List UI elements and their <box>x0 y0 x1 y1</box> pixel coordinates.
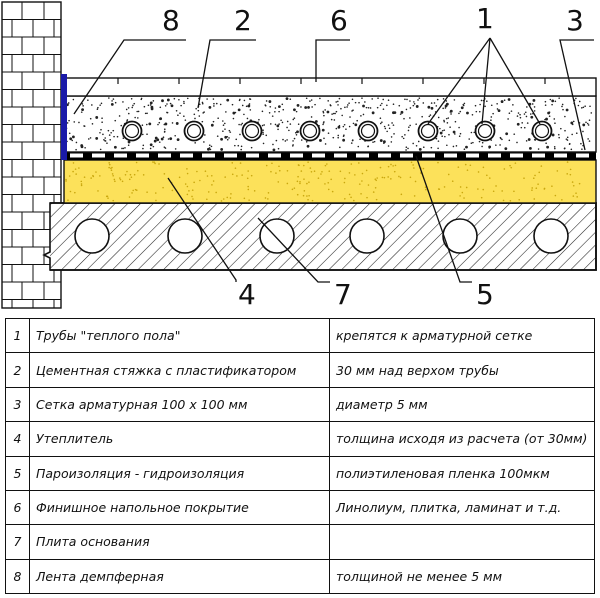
callout-5: 5 <box>476 278 494 311</box>
legend-row: 1 Трубы "теплого пола" крепятся к армату… <box>5 317 595 354</box>
legend-name: Финишное напольное покрытие <box>29 489 330 526</box>
heating-pipe <box>474 120 496 142</box>
vapor-barrier-layer <box>64 152 596 160</box>
damper-tape <box>61 74 67 160</box>
legend-row: 7 Плита основания <box>5 524 595 560</box>
legend-note: крепятся к арматурной сетке <box>329 317 595 354</box>
callout-numbers: 8 2 6 1 3 4 7 5 <box>162 2 584 311</box>
underfloor-heating-pipes <box>121 120 553 142</box>
legend-row: 8 Лента демпферная толщиной не менее 5 м… <box>5 558 595 595</box>
legend-note: полиэтиленовая пленка 100мкм <box>329 455 595 491</box>
floor-cross-section-diagram: 8 2 6 1 3 4 7 5 <box>1 1 597 311</box>
legend-table: 1 Трубы "теплого пола" крепятся к армату… <box>5 317 595 595</box>
insulation-layer <box>63 159 597 204</box>
heating-pipe <box>417 120 439 142</box>
legend-note: толщина исходя из расчета (от 30мм) <box>329 421 595 457</box>
slab-void-circle <box>349 218 385 254</box>
slab-void-circle <box>259 218 295 254</box>
legend-note <box>329 524 595 560</box>
legend-row: 2 Цементная стяжка с пластификатором 30 … <box>5 352 595 388</box>
legend-name: Плита основания <box>29 524 330 560</box>
slab-void-circle <box>74 218 110 254</box>
brick-wall <box>1 1 62 309</box>
legend-row: 5 Пароизоляция - гидроизоляция полиэтиле… <box>5 455 595 491</box>
legend-name: Утеплитель <box>29 421 330 457</box>
heating-pipe <box>357 120 379 142</box>
legend-name: Сетка арматурная 100 х 100 мм <box>29 386 330 423</box>
heating-pipe <box>241 120 263 142</box>
legend-row: 4 Утеплитель толщина исходя из расчета (… <box>5 421 595 457</box>
legend-number: 2 <box>5 352 30 388</box>
legend-number: 3 <box>5 386 30 423</box>
leader-lines <box>73 37 594 283</box>
heating-pipe <box>183 120 205 142</box>
base-slab <box>42 202 597 271</box>
legend-name: Трубы "теплого пола" <box>29 317 330 354</box>
callout-4: 4 <box>238 278 256 311</box>
legend-note: Линолиум, плитка, ламинат и т.д. <box>329 489 595 526</box>
callout-6: 6 <box>330 4 348 37</box>
legend-number: 7 <box>5 524 30 560</box>
finish-floor-covering <box>63 77 597 97</box>
legend-note: 30 мм над верхом трубы <box>329 352 595 388</box>
legend-name: Цементная стяжка с пластификатором <box>29 352 330 388</box>
callout-7: 7 <box>334 278 352 311</box>
legend-number: 4 <box>5 421 30 457</box>
legend-row: 3 Сетка арматурная 100 х 100 мм диаметр … <box>5 386 595 423</box>
callout-3: 3 <box>566 4 584 37</box>
legend-number: 6 <box>5 489 30 526</box>
legend-name: Лента демпферная <box>29 558 330 595</box>
slab-void-circle <box>442 218 478 254</box>
heating-pipe <box>299 120 321 142</box>
legend-number: 5 <box>5 455 30 491</box>
slab-void-circle <box>167 218 203 254</box>
cement-screed-layer <box>63 95 597 153</box>
legend-name: Пароизоляция - гидроизоляция <box>29 455 330 491</box>
legend-number: 1 <box>5 317 30 354</box>
legend-note: толщиной не менее 5 мм <box>329 558 595 595</box>
heating-pipe <box>531 120 553 142</box>
legend-note: диаметр 5 мм <box>329 386 595 423</box>
heating-pipe <box>121 120 143 142</box>
legend-number: 8 <box>5 558 30 595</box>
legend-row: 6 Финишное напольное покрытие Линолиум, … <box>5 489 595 526</box>
callout-2: 2 <box>234 4 252 37</box>
slab-void-circle <box>533 218 569 254</box>
callout-1: 1 <box>476 2 494 35</box>
callout-8: 8 <box>162 4 180 37</box>
